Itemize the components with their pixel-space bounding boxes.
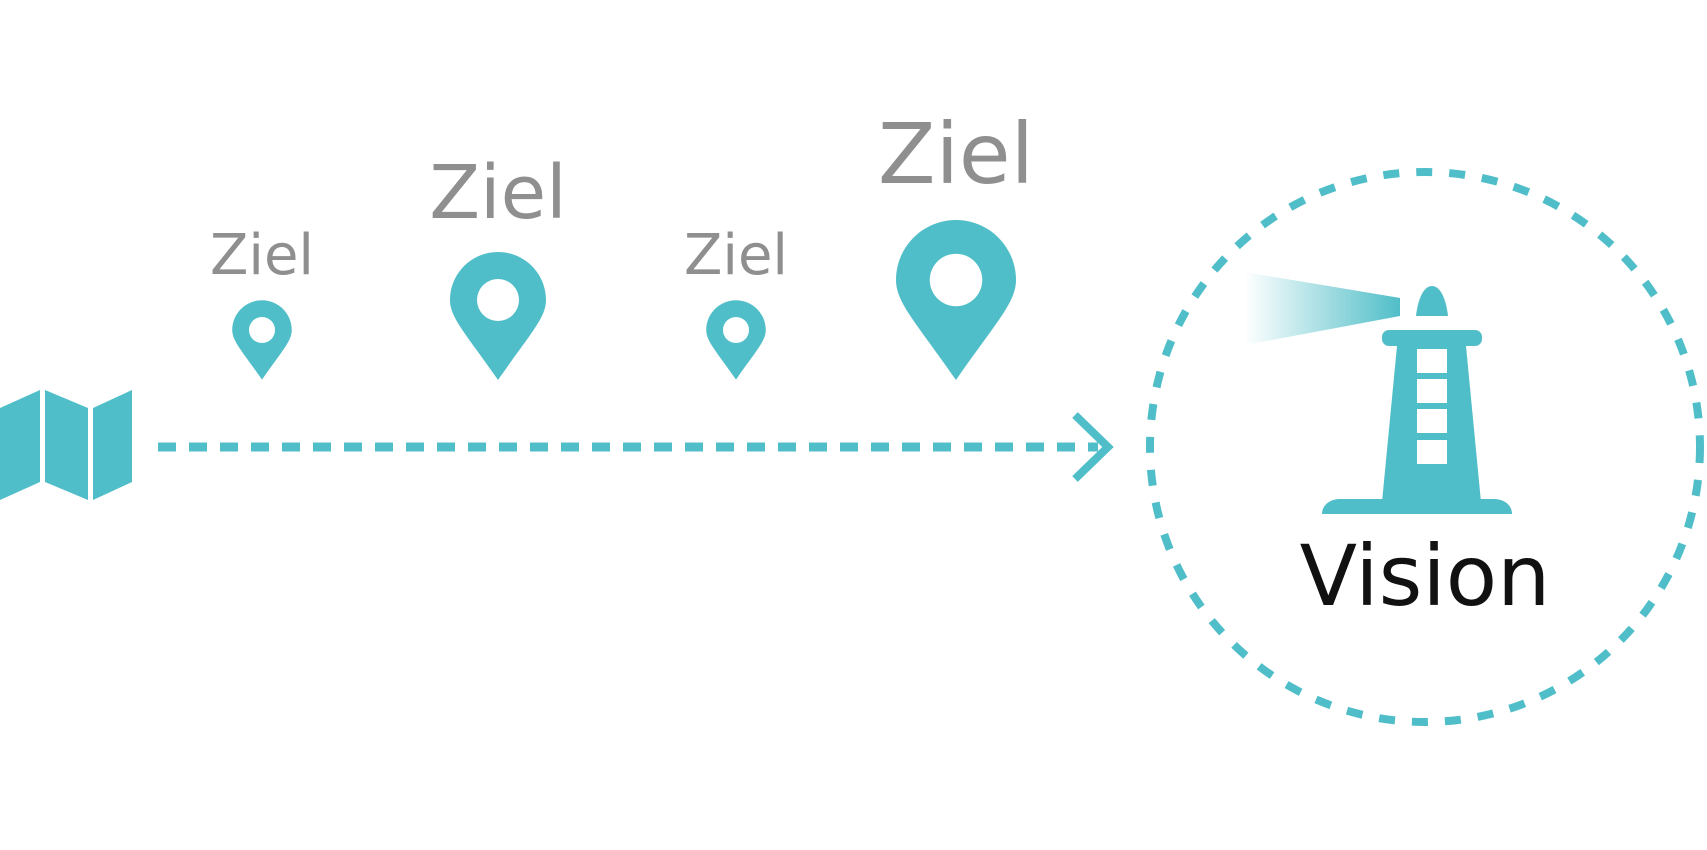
goal-label: Ziel <box>878 105 1034 203</box>
map-pin-icon <box>232 300 292 380</box>
goal-2: Ziel <box>429 150 567 380</box>
goal-label: Ziel <box>429 150 566 236</box>
dashed-path-arrow <box>158 412 1114 482</box>
goal-4: Ziel <box>878 105 1034 380</box>
goal-label: Ziel <box>684 223 788 288</box>
goal-3: Ziel <box>684 223 788 380</box>
vision-label: Vision <box>1300 527 1551 625</box>
map-pin-icon <box>450 252 546 380</box>
goal-1: Ziel <box>210 223 314 380</box>
map-pin-icon <box>896 220 1016 380</box>
light-beam <box>1245 272 1400 345</box>
map-pin-icon <box>706 300 766 380</box>
folded-map-icon <box>0 390 132 500</box>
vision-dashed-circle <box>1146 168 1704 726</box>
lighthouse-icon <box>1245 272 1512 514</box>
goal-label: Ziel <box>210 223 314 288</box>
vision-group: Vision <box>1146 168 1704 726</box>
